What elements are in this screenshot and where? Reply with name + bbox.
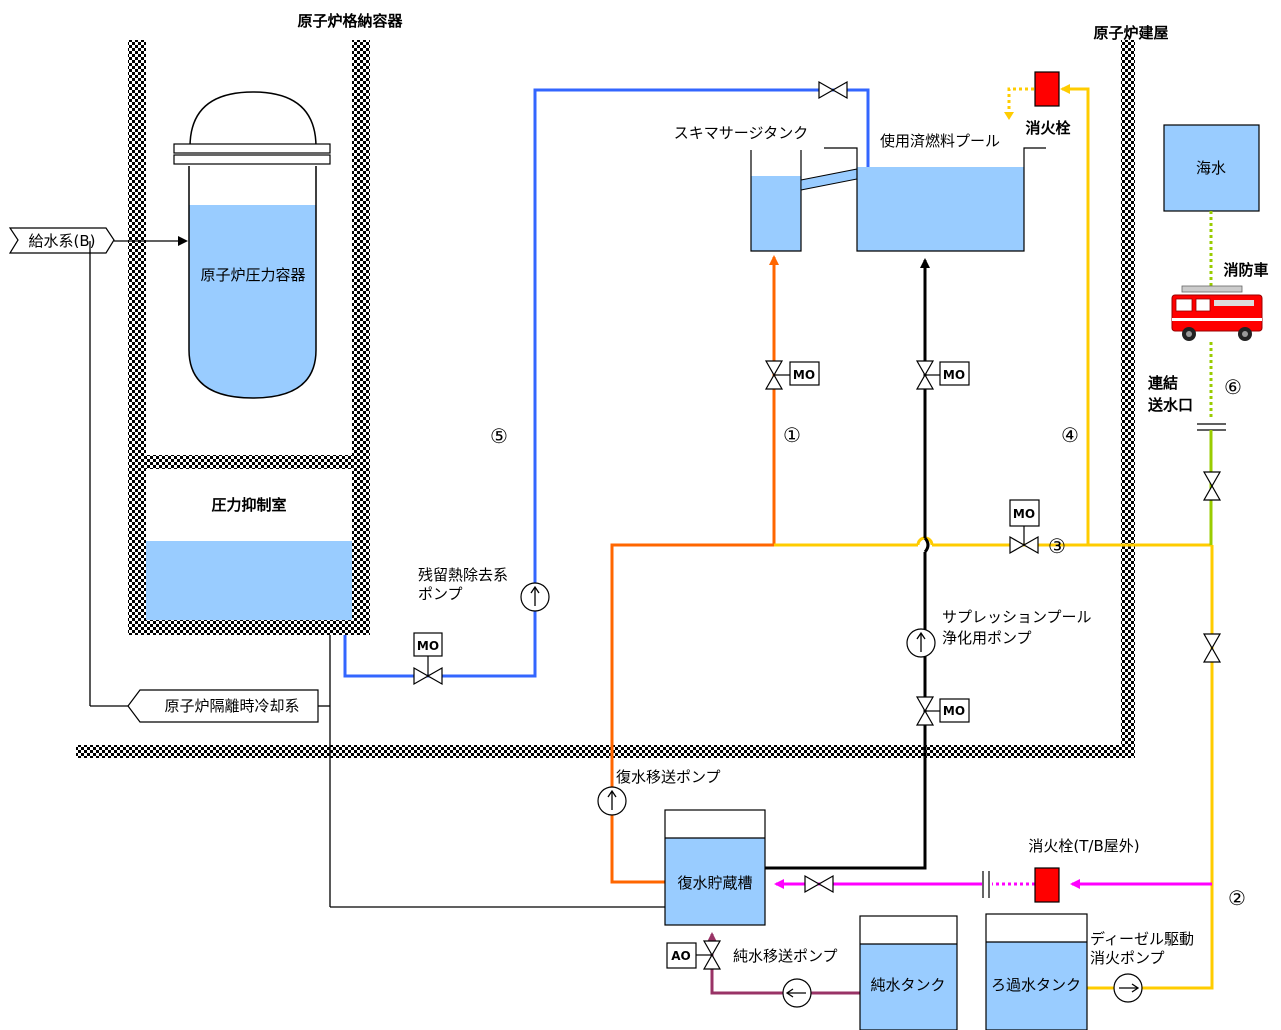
connection-port[interactable] [1197, 423, 1226, 431]
route2-yellow-line [1087, 545, 1214, 990]
pure-water-pump-icon[interactable] [782, 978, 812, 1008]
condensate-storage-tank-label: 復水貯蔵槽 [677, 874, 752, 892]
route1-mo-valve[interactable]: MO [764, 360, 820, 390]
connection-label-1: 連結 [1148, 374, 1178, 392]
condensate-storage-tank [664, 809, 766, 926]
outdoor-flange[interactable] [982, 871, 990, 898]
pure-water-tank-label: 純水タンク [870, 976, 945, 994]
hydrant-top-icon [1034, 71, 1060, 107]
pcv-walls [128, 40, 370, 635]
sp-cleanup-pump-label-2: 浄化用ポンプ [942, 629, 1032, 647]
pure-water-pump-label: 純水移送ポンプ [733, 947, 838, 965]
connection-label-2: 送水口 [1147, 396, 1193, 414]
skimmer-surge-tank-label: スキマサージタンク [674, 124, 808, 142]
route2-valve[interactable] [1202, 633, 1222, 663]
svg-text:MO: MO [943, 704, 965, 718]
svg-text:AO: AO [671, 949, 691, 963]
reactor-building-title: 原子炉建屋 [1093, 24, 1168, 42]
route3-mo-valve[interactable]: MO [1009, 499, 1040, 555]
svg-text:MO: MO [1013, 507, 1035, 521]
condensate-transfer-pump-label: 復水移送ポンプ [616, 768, 721, 786]
route1-orange-line [610, 255, 779, 884]
overflow-channel [800, 168, 858, 191]
fire-truck-label: 消防車 [1223, 261, 1268, 279]
rhr-pump-label-1: 残留熱除去系 [418, 566, 508, 584]
magenta-valve[interactable] [804, 874, 834, 894]
pure-water-ao-valve[interactable]: AO [666, 940, 722, 970]
reactor-pressure-vessel [173, 91, 331, 399]
sp-cleanup-pump-label-1: サプレッションプール [942, 608, 1092, 626]
filtered-water-tank [985, 913, 1088, 1030]
sp-cleanup-mo-valve-upper[interactable]: MO [915, 360, 970, 390]
fire-truck-icon [1171, 285, 1263, 341]
svg-text:MO: MO [943, 368, 965, 382]
sp-cleanup-black-line [765, 258, 930, 870]
reactor-building-walls [76, 40, 1135, 758]
route5-blue-line [343, 88, 873, 678]
svg-text:MO: MO [417, 639, 439, 653]
svg-text:MO: MO [793, 368, 815, 382]
seawater-box [1163, 124, 1260, 212]
skimmer-surge-tank [750, 150, 802, 252]
route-number-3: ③ [1048, 534, 1066, 558]
suppression-chamber-label: 圧力抑制室 [211, 496, 286, 514]
filtered-water-tank-label: ろ過水タンク [991, 976, 1081, 994]
route6-valve[interactable] [1202, 471, 1222, 501]
route-number-5: ⑤ [490, 424, 508, 448]
hydrant-top-label: 消火栓 [1025, 119, 1070, 137]
rhr-mo-valve[interactable]: MO [413, 632, 443, 686]
condensate-transfer-pump-icon[interactable] [597, 786, 627, 816]
route3-yellow-line [774, 536, 1212, 547]
route-number-2: ② [1228, 886, 1246, 910]
feedwater-b-label: 給水系(B) [29, 232, 96, 250]
sp-cleanup-mo-valve-lower[interactable]: MO [915, 696, 970, 726]
spent-fuel-pool [824, 147, 1046, 252]
route-number-1: ① [783, 423, 801, 447]
rcic-line [127, 635, 665, 908]
rhr-pump-label-2: ポンプ [418, 585, 463, 603]
diesel-fire-pump-icon[interactable] [1113, 973, 1143, 1003]
diesel-pump-label-1: ディーゼル駆動 [1090, 930, 1194, 948]
spent-fuel-pool-label: 使用済燃料プール [880, 132, 1000, 150]
feedwater-line [8, 227, 188, 707]
rpv-label: 原子炉圧力容器 [200, 266, 305, 284]
pure-water-tank [859, 915, 958, 1030]
hydrant-outdoor-label: 消火栓(T/B屋外) [1028, 837, 1139, 855]
route-number-6: ⑥ [1224, 375, 1242, 399]
diesel-pump-label-2: 消火ポンプ [1090, 949, 1165, 967]
rcic-label: 原子炉隔離時冷却系 [164, 697, 299, 715]
route4-yellow-line [1004, 84, 1090, 545]
rhr-pump-icon[interactable] [520, 582, 550, 612]
hydrant-outdoor-icon [1034, 867, 1060, 903]
sp-cleanup-pump-icon[interactable] [906, 628, 936, 658]
top-blue-valve[interactable] [818, 80, 848, 100]
pcv-title: 原子炉格納容器 [297, 12, 403, 30]
seawater-label: 海水 [1196, 159, 1226, 177]
route-number-4: ④ [1061, 423, 1079, 447]
suppression-chamber-water [146, 541, 352, 620]
